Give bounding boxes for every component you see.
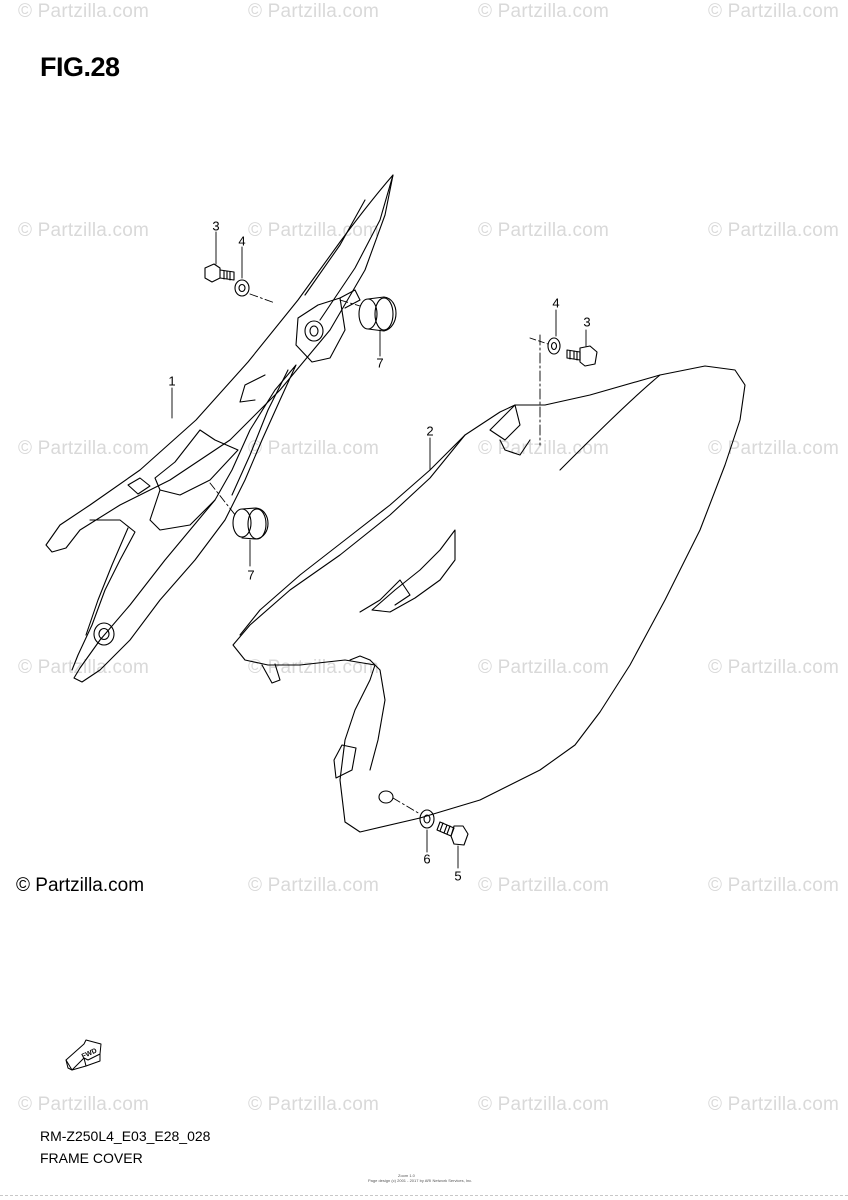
watermark: © Partzilla.com — [708, 220, 840, 241]
frame-cover-left-part[interactable] — [45, 174, 394, 683]
bolt-part[interactable] — [436, 821, 469, 846]
fine-print: Zoom 1.0 — [398, 1173, 415, 1178]
watermark: © Partzilla.com — [248, 220, 380, 241]
callout-label[interactable]: 4 — [552, 295, 560, 311]
bolt-part[interactable] — [204, 263, 235, 283]
washer-part[interactable] — [234, 279, 250, 297]
page-border — [0, 1195, 848, 1196]
watermark: © Partzilla.com — [478, 875, 610, 896]
watermark: © Partzilla.com — [248, 875, 380, 896]
callout-label[interactable]: 2 — [426, 423, 434, 439]
washer-part[interactable] — [419, 809, 435, 829]
fine-print: Page design (c) 2001 - 2017 by ARI Netwo… — [368, 1178, 473, 1183]
grommet-part[interactable] — [232, 507, 269, 540]
watermark: © Partzilla.com — [18, 1094, 150, 1115]
watermark: © Partzilla.com — [478, 657, 610, 678]
watermark: © Partzilla.com — [478, 1, 610, 22]
watermark: © Partzilla.com — [18, 1, 150, 22]
callout-label[interactable]: 3 — [583, 314, 591, 330]
watermark: © Partzilla.com — [478, 220, 610, 241]
callout-label[interactable]: 6 — [423, 851, 431, 867]
watermark: © Partzilla.com — [708, 438, 840, 459]
callout-label[interactable]: 4 — [238, 233, 246, 249]
frame-cover-right-part[interactable] — [232, 365, 746, 833]
watermark: © Partzilla.com — [18, 438, 150, 459]
watermark: © Partzilla.com — [708, 657, 840, 678]
diagram-subtitle: FRAME COVER — [40, 1150, 143, 1166]
watermark: © Partzilla.com — [248, 1, 380, 22]
watermark: © Partzilla.com — [708, 1094, 840, 1115]
callout-label[interactable]: 5 — [454, 868, 462, 884]
watermark: © Partzilla.com — [18, 657, 150, 678]
copyright-text: © Partzilla.com — [16, 875, 145, 896]
watermark: © Partzilla.com — [18, 220, 150, 241]
callout-label[interactable]: 7 — [376, 355, 384, 371]
leader-lines — [171, 231, 587, 869]
bolt-part[interactable] — [566, 345, 598, 367]
watermark: © Partzilla.com — [708, 1, 840, 22]
figure-title: FIG.28 — [40, 52, 120, 82]
watermark: © Partzilla.com — [708, 875, 840, 896]
callout-label[interactable]: 3 — [212, 218, 220, 234]
watermark: © Partzilla.com — [248, 1094, 380, 1115]
grommet-part[interactable] — [358, 296, 397, 332]
watermark: © Partzilla.com — [478, 1094, 610, 1115]
diagram-code: RM-Z250L4_E03_E28_028 — [40, 1128, 211, 1144]
watermark: © Partzilla.com — [248, 657, 380, 678]
callout-label[interactable]: 7 — [247, 567, 255, 583]
washer-part[interactable] — [547, 337, 561, 355]
fwd-arrow-icon: FWD — [65, 1039, 102, 1071]
watermark: © Partzilla.com — [248, 438, 380, 459]
callout-label[interactable]: 1 — [168, 373, 176, 389]
